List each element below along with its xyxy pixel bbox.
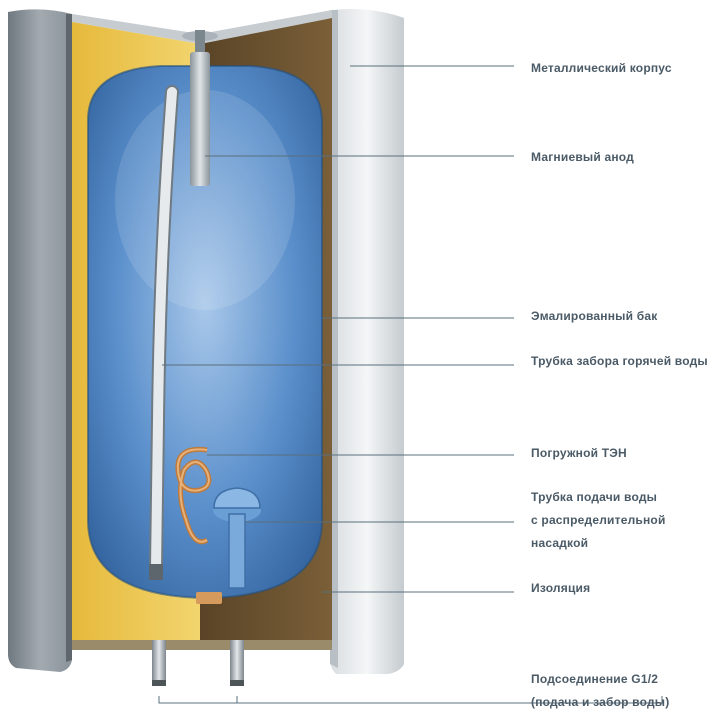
label-enameled-tank: Эмалированный бак [531,309,658,323]
label-supply-tube: Трубка подачи воды с распределительной н… [531,490,666,550]
label-metal-body: Металлический корпус [531,61,672,75]
label-insulation: Изоляция [531,581,591,595]
label-connection: Подсоединение G1/2 (подача и забор воды) [531,672,670,709]
immersion-heater [175,352,222,604]
left-casing [8,9,72,672]
leader-lines [158,65,663,704]
label-hot-water-tube: Трубка забора горячей воды [531,354,708,368]
connection-pipes [152,640,244,686]
right-casing [330,9,404,674]
bottom-cut [72,640,332,650]
label-immersion-heater: Погружной ТЭН [531,446,627,460]
supply-tube-nozzle [213,487,261,589]
leader-connection [158,696,663,704]
hot-water-tube [149,85,179,580]
magnesium-anode [182,30,218,186]
label-magnesium-anode: Магниевый анод [531,150,634,164]
